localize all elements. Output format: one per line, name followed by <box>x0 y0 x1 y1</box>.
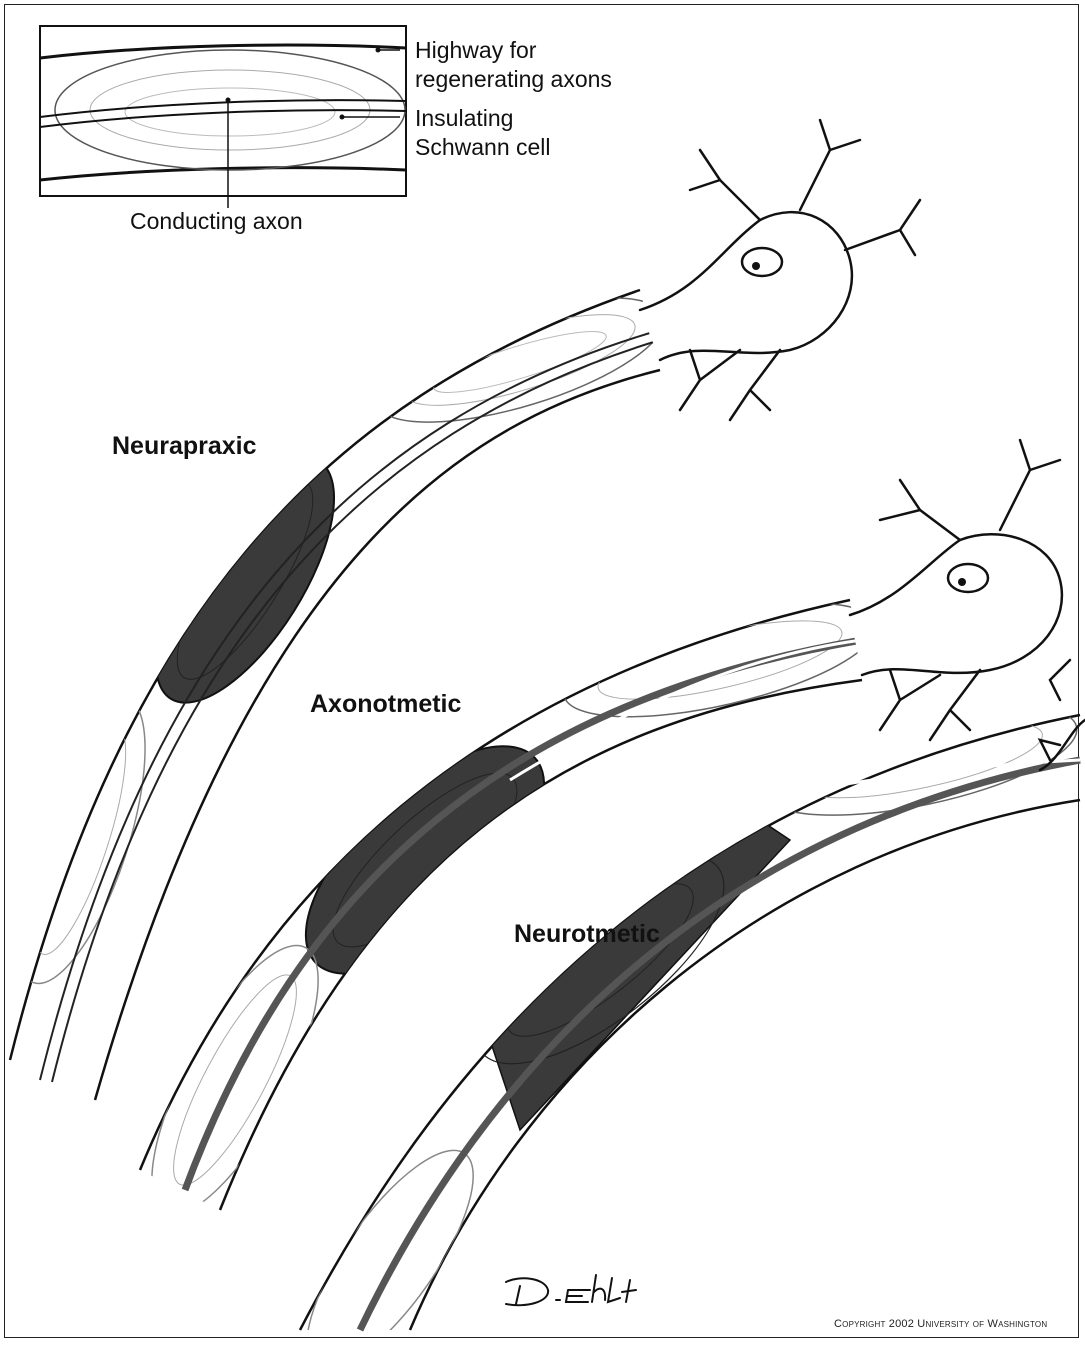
stage-label-neurapraxic: Neurapraxic <box>112 432 257 461</box>
conducting-axon-label: Conducting axon <box>130 207 303 236</box>
highway-label-line-2: regenerating axons <box>415 65 612 94</box>
neuron-1-nucleus <box>742 248 782 276</box>
neuron-2-nucleus <box>948 564 988 592</box>
stage-label-axonotmetic: Axonotmetic <box>310 690 461 719</box>
neurotmetic-injury-zone <box>440 780 790 1130</box>
nerve-neurotmetic <box>279 683 1085 1346</box>
neuron-2 <box>850 440 1062 740</box>
inset-panel <box>40 26 406 208</box>
neurapraxic-injury-zone <box>122 431 369 730</box>
schwann-cell-label: Insulating Schwann cell <box>415 104 551 162</box>
stage-label-neurotmetic: Neurotmetic <box>514 920 660 949</box>
schwann-label-line-2: Schwann cell <box>415 133 551 162</box>
highway-label: Highway for regenerating axons <box>415 36 612 94</box>
highway-label-line-1: Highway for <box>415 36 612 65</box>
schwann-label-line-1: Insulating <box>415 104 551 133</box>
neuron-1 <box>640 120 920 420</box>
copyright-notice: Copyright 2002 University of Washington <box>834 1318 1047 1330</box>
artist-signature <box>506 1275 636 1305</box>
